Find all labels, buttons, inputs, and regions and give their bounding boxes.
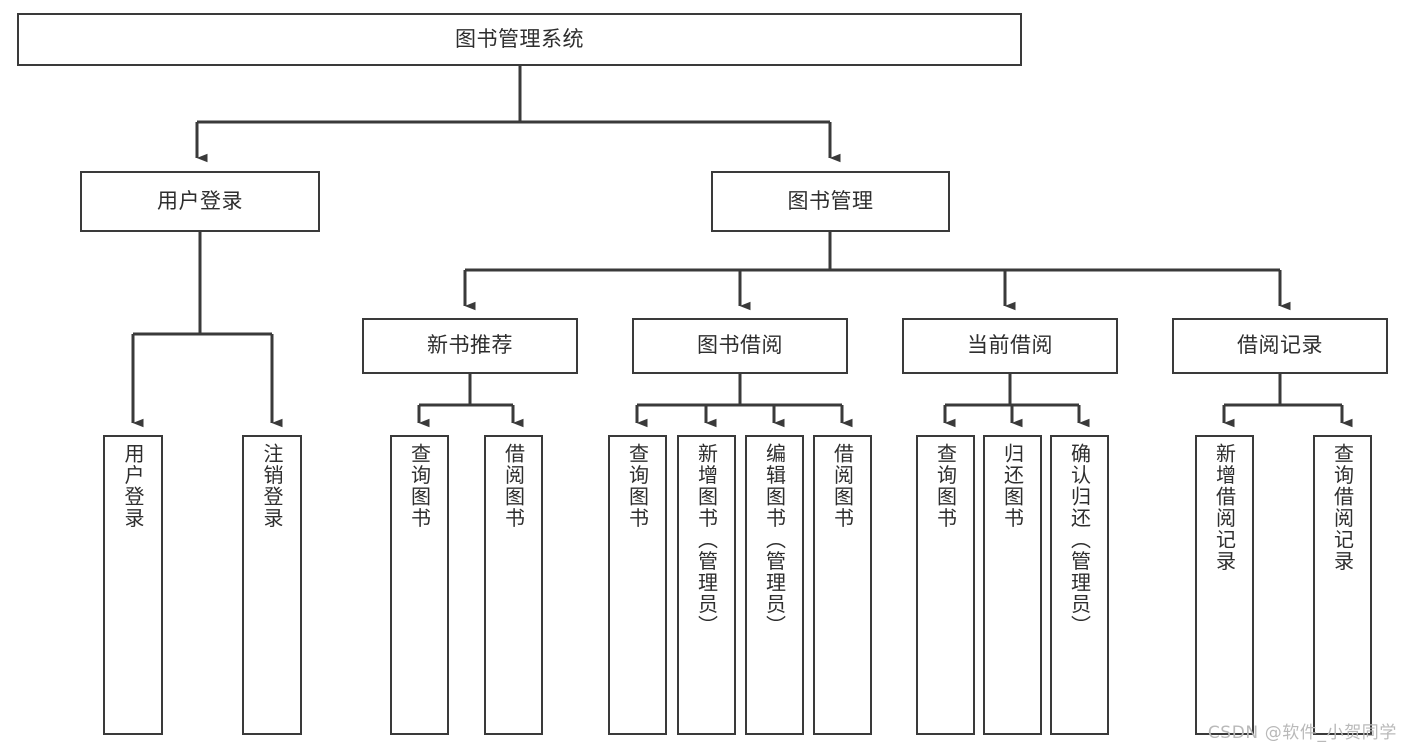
node-book-borrow[interactable]: 图书借阅 (632, 318, 848, 374)
leaf-query-book-3-label: 查询图书 (933, 443, 958, 529)
leaf-query-book-3[interactable]: 查询图书 (916, 435, 975, 735)
node-book-management-label: 图书管理 (787, 188, 874, 213)
node-book-management[interactable]: 图书管理 (711, 171, 950, 232)
node-current-borrow-label: 当前借阅 (967, 333, 1053, 358)
leaf-add-record[interactable]: 新增借阅记录 (1195, 435, 1254, 735)
node-root[interactable]: 图书管理系统 (17, 13, 1022, 66)
leaf-borrow-book-1-label: 借阅图书 (501, 443, 526, 529)
leaf-borrow-book-2-label: 借阅图书 (830, 443, 855, 529)
node-borrow-record-label: 借阅记录 (1237, 333, 1323, 358)
leaf-return-book[interactable]: 归还图书 (983, 435, 1042, 735)
leaf-user-login[interactable]: 用户登录 (103, 435, 163, 735)
leaf-query-record[interactable]: 查询借阅记录 (1313, 435, 1372, 735)
leaf-add-book-label: 新增图书（管理员） (694, 443, 719, 637)
leaf-logout-login[interactable]: 注销登录 (242, 435, 302, 735)
node-borrow-record[interactable]: 借阅记录 (1172, 318, 1388, 374)
node-new-book-recommend[interactable]: 新书推荐 (362, 318, 578, 374)
leaf-confirm-return[interactable]: 确认归还（管理员） (1050, 435, 1109, 735)
leaf-user-login-label: 用户登录 (121, 443, 145, 529)
node-book-borrow-label: 图书借阅 (697, 333, 783, 358)
leaf-confirm-return-label: 确认归还（管理员） (1067, 443, 1092, 637)
node-root-label: 图书管理系统 (455, 26, 584, 51)
node-user-login[interactable]: 用户登录 (80, 171, 320, 232)
leaf-borrow-book-2[interactable]: 借阅图书 (813, 435, 872, 735)
node-new-book-recommend-label: 新书推荐 (427, 333, 513, 358)
leaf-borrow-book-1[interactable]: 借阅图书 (484, 435, 543, 735)
leaf-return-book-label: 归还图书 (1000, 443, 1025, 529)
node-current-borrow[interactable]: 当前借阅 (902, 318, 1118, 374)
node-user-login-label: 用户登录 (157, 188, 243, 213)
leaf-query-book-2-label: 查询图书 (625, 443, 650, 529)
leaf-edit-book[interactable]: 编辑图书（管理员） (745, 435, 804, 735)
leaf-query-book-2[interactable]: 查询图书 (608, 435, 667, 735)
leaf-query-book-1-label: 查询图书 (407, 443, 432, 529)
leaf-add-book[interactable]: 新增图书（管理员） (677, 435, 736, 735)
leaf-logout-login-label: 注销登录 (260, 443, 284, 529)
leaf-query-book-1[interactable]: 查询图书 (390, 435, 449, 735)
leaf-add-record-label: 新增借阅记录 (1212, 443, 1237, 572)
leaf-edit-book-label: 编辑图书（管理员） (762, 443, 787, 637)
leaf-query-record-label: 查询借阅记录 (1330, 443, 1355, 572)
